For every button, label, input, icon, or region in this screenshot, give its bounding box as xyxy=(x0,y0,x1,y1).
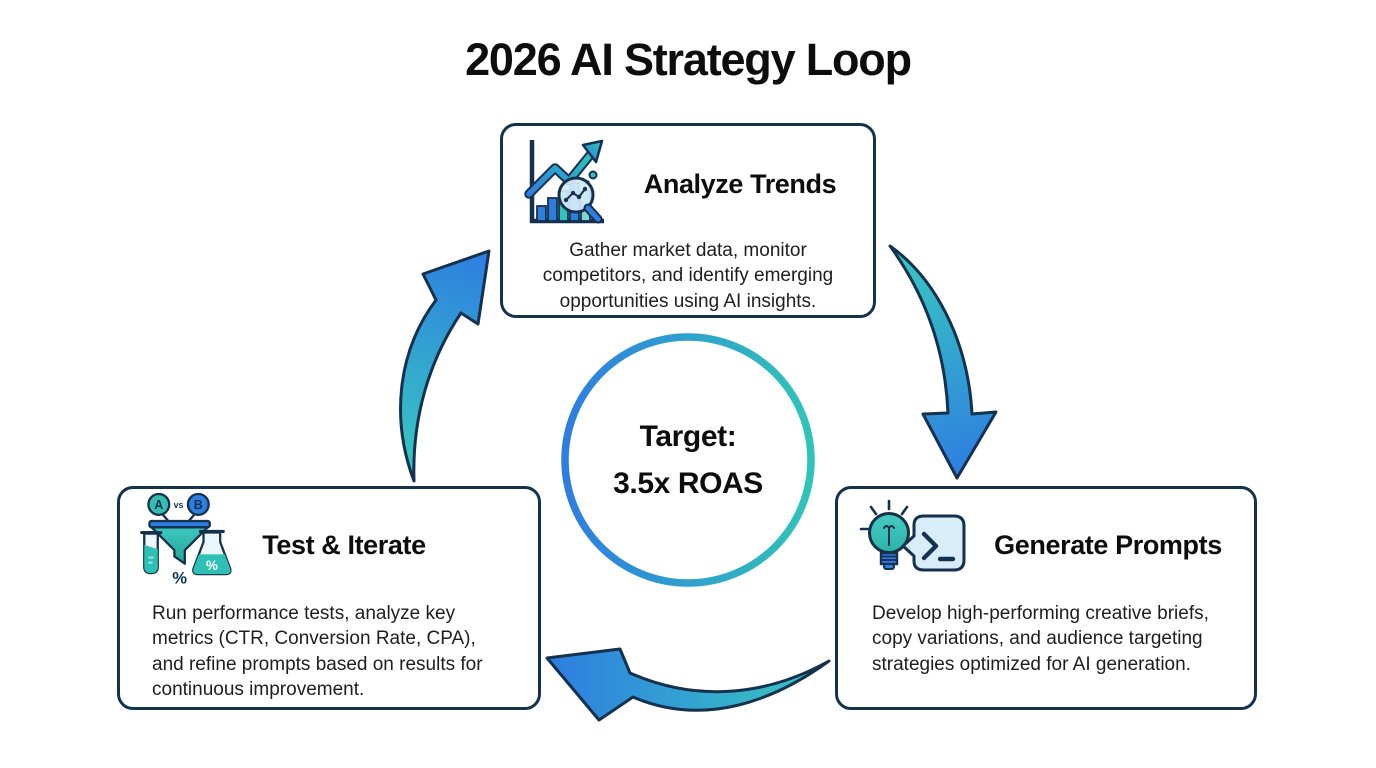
arrow-generate-to-test xyxy=(545,647,831,722)
ab-test-label-a: A xyxy=(154,498,163,512)
test-iterate-title: Test & Iterate xyxy=(262,529,426,560)
page-title: 2026 AI Strategy Loop xyxy=(465,34,912,85)
lightbulb-terminal-bubble-icon xyxy=(859,499,966,572)
target-text: Target: 3.5x ROAS xyxy=(613,413,763,507)
test-iterate-header: A vs B % % Test & Iterate xyxy=(120,493,538,597)
ab-test-funnel-lab-icon: A vs B % % xyxy=(140,493,232,587)
arrow-test-to-analyze xyxy=(399,249,491,483)
analyze-trends-description: Gather market data, monitor competitors,… xyxy=(542,240,834,312)
analyze-trends-title: Analyze Trends xyxy=(643,168,837,199)
target-line2: 3.5x ROAS xyxy=(613,467,763,500)
test-iterate-description: Run performance tests, analyze key metri… xyxy=(152,603,483,701)
generate-prompts-header: Generate Prompts xyxy=(838,497,1254,593)
ab-test-label-vs: vs xyxy=(174,500,184,510)
arrow-analyze-to-generate xyxy=(888,244,998,480)
analyze-trends-header: Analyze Trends xyxy=(503,132,873,236)
target-circle-ring xyxy=(561,333,815,587)
test-iterate-node: A vs B % % Test & Iterate Run performanc… xyxy=(117,486,541,710)
flask-percent-label: % xyxy=(206,558,218,573)
analyze-trends-node: Analyze Trends Gather market data, monit… xyxy=(500,123,876,318)
ab-test-label-b: B xyxy=(194,498,203,512)
generate-prompts-node: Generate Prompts Develop high-performing… xyxy=(835,486,1257,710)
generate-prompts-title: Generate Prompts xyxy=(994,529,1222,560)
target-circle: Target: 3.5x ROAS xyxy=(565,337,811,583)
bar-chart-trend-magnifier-icon xyxy=(524,139,604,224)
target-line1: Target: xyxy=(639,420,737,453)
funnel-percent-label: % xyxy=(172,568,187,587)
generate-prompts-description: Develop high-performing creative briefs,… xyxy=(872,603,1209,675)
